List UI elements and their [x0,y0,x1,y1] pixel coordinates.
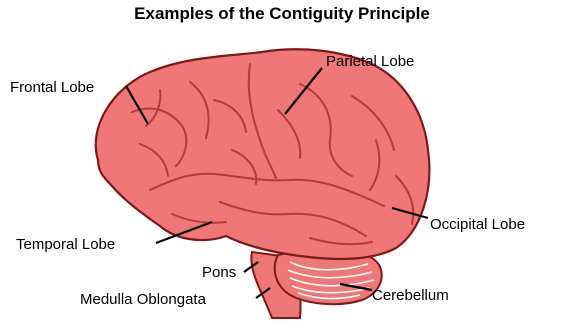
label-cerebellum: Cerebellum [372,287,449,304]
label-pons: Pons [202,264,236,281]
label-parietal-lobe: Parietal Lobe [326,53,414,70]
label-temporal-lobe: Temporal Lobe [16,236,115,253]
label-medulla-oblongata: Medulla Oblongata [80,291,207,308]
label-frontal-lobe: Frontal Lobe [10,79,94,96]
label-occipital-lobe: Occipital Lobe [430,216,525,233]
